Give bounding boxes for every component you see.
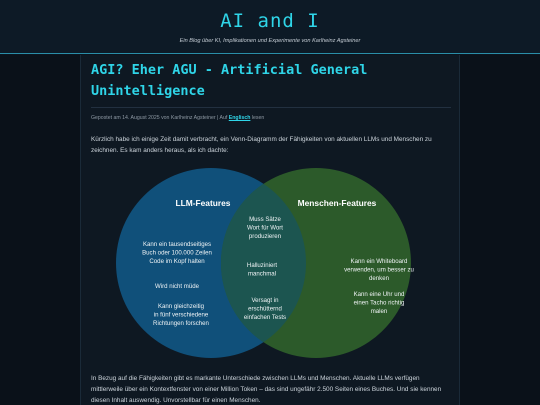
venn-llm-item-3-line-1: Kann gleichzeitig bbox=[158, 303, 204, 310]
venn-llm-item-1-line-2: Buch oder 100.000 Zeilen bbox=[142, 250, 212, 257]
site-header: AI and I Ein Blog über KI, Implikationen… bbox=[0, 0, 540, 54]
post-meta-prefix: Gepostet am 14. August 2025 von Karlhein… bbox=[91, 115, 228, 121]
site-tagline: Ein Blog über KI, Implikationen und Expe… bbox=[179, 38, 361, 44]
post-title-line2: Unintelligence bbox=[91, 83, 205, 99]
venn-llm-item-3-line-3: Richtungen forschen bbox=[153, 320, 209, 327]
post-title-line1: AGI? Eher AGU - Artificial General bbox=[91, 62, 368, 78]
venn-llm-item-2-line-1: Wird nicht müde bbox=[155, 283, 200, 290]
venn-llm-item-3-line-2: in fünf verschiedene bbox=[154, 312, 209, 319]
venn-overlap-item-1-line-2: Wort für Wort bbox=[247, 225, 283, 232]
venn-llm-heading: LLM-Features bbox=[176, 198, 231, 208]
post-meta: Gepostet am 14. August 2025 von Karlhein… bbox=[91, 115, 451, 121]
venn-overlap-item-3-line-2: erschütternd bbox=[248, 306, 282, 313]
venn-human-item-2-line-1: Kann eine Uhr und bbox=[354, 291, 405, 298]
venn-overlap-item-3-line-1: Versagt in bbox=[251, 297, 278, 304]
venn-overlap-item-2: Halluziniert manchmal bbox=[247, 262, 277, 278]
post-meta-suffix: lesen bbox=[251, 115, 265, 121]
blog-post: AGI? Eher AGU - Artificial General Unint… bbox=[80, 55, 460, 405]
venn-llm-item-1-line-1: Kann ein tausendseitiges bbox=[143, 241, 211, 248]
venn-overlap-item-1-line-3: produzieren bbox=[249, 233, 281, 240]
title-divider bbox=[91, 107, 451, 108]
venn-overlap-region bbox=[221, 168, 306, 358]
post-intro-paragraph: Kürzlich habe ich einige Zeit damit verb… bbox=[91, 136, 432, 154]
language-link-english[interactable]: Englisch bbox=[228, 115, 251, 121]
venn-overlap-item-1-line-1: Muss Sätze bbox=[249, 216, 281, 223]
venn-human-item-2-line-2: einen Tacho richtig bbox=[354, 300, 405, 307]
venn-human-item-2-line-3: malen bbox=[371, 308, 388, 315]
venn-human-items: Kann ein Whiteboard verwenden, um besser … bbox=[344, 258, 414, 315]
venn-human-item-1-line-2: verwenden, um besser zu bbox=[344, 267, 414, 274]
venn-human-item-1-line-3: denken bbox=[369, 275, 389, 282]
venn-human-item-1: Kann ein Whiteboard verwenden, um besser … bbox=[344, 258, 414, 282]
post-title: AGI? Eher AGU - Artificial General Unint… bbox=[91, 60, 451, 102]
venn-overlap-item-3-line-3: einfachen Tests bbox=[244, 314, 286, 321]
venn-llm-item-2: Wird nicht müde bbox=[155, 283, 200, 290]
venn-overlap-item-2-line-2: manchmal bbox=[248, 271, 276, 278]
venn-overlap-item-2-line-1: Halluziniert bbox=[247, 262, 277, 269]
venn-human-item-1-line-1: Kann ein Whiteboard bbox=[351, 258, 408, 265]
venn-human-heading: Menschen-Features bbox=[298, 198, 377, 208]
site-title-link[interactable]: AI and I bbox=[220, 10, 320, 32]
page-content: AGI? Eher AGU - Artificial General Unint… bbox=[0, 55, 540, 405]
post-body-paragraph: In Bezug auf die Fähigkeiten gibt es mar… bbox=[91, 375, 442, 404]
venn-llm-item-1-line-3: Code im Kopf halten bbox=[149, 258, 204, 265]
venn-diagram: LLM-Features Menschen-Features Kann ein … bbox=[116, 168, 414, 358]
